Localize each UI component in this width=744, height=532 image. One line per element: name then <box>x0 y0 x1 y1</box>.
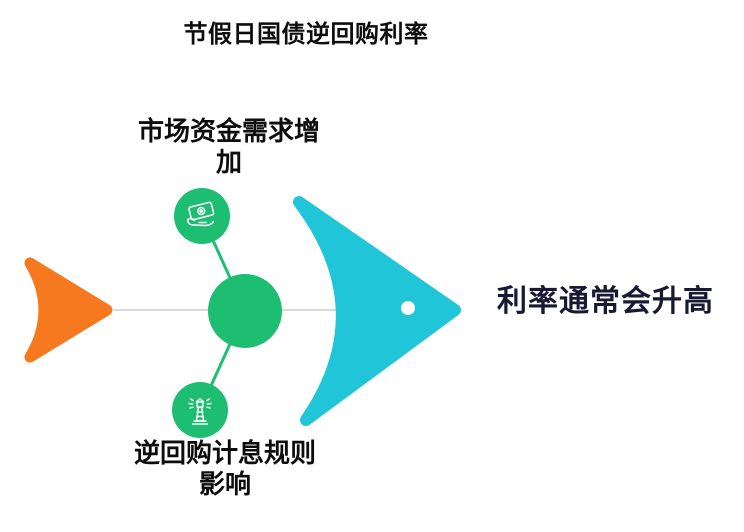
money-in-hand-icon <box>187 201 215 227</box>
effect-label: 利率通常会升高 <box>497 285 714 318</box>
cause-label-bottom: 逆回购计息规则影响 <box>133 438 316 499</box>
center-node <box>208 274 282 348</box>
diagram-title: 节假日国债逆回购利率 <box>183 21 429 48</box>
cause-label-top: 市场资金需求增加 <box>137 116 320 177</box>
lighthouse-icon <box>188 398 212 425</box>
fish-head-arrow <box>293 196 461 426</box>
fish-eye-dot <box>401 301 415 315</box>
fish-tail-arrow <box>24 257 113 363</box>
cause-node-top <box>174 188 230 244</box>
cause-node-bottom <box>172 382 228 438</box>
